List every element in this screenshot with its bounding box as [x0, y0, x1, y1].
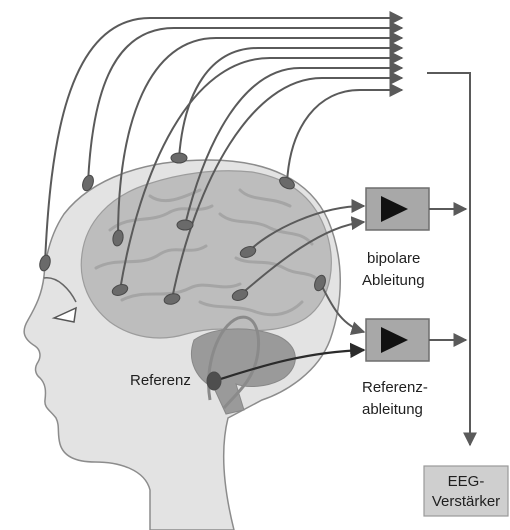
eeg-amplifier: EEG- Verstärker [424, 466, 508, 516]
electrode [177, 220, 193, 230]
reference-electrode-label: Referenz [130, 372, 191, 389]
eeg-amplifier-label-1: EEG- [448, 473, 485, 490]
electrode [171, 153, 187, 163]
bipolar-amplifier [366, 188, 429, 230]
reference-label-2: ableitung [362, 401, 423, 418]
bipolar-label-1: bipolare [367, 250, 420, 267]
reference-electrode [207, 372, 221, 390]
bipolar-label-2: Ableitung [362, 272, 425, 289]
reference-label-1: Referenz- [362, 379, 428, 396]
collector-bus [427, 73, 470, 445]
reference-amplifier [366, 319, 429, 361]
eeg-amplifier-label-2: Verstärker [432, 493, 500, 510]
